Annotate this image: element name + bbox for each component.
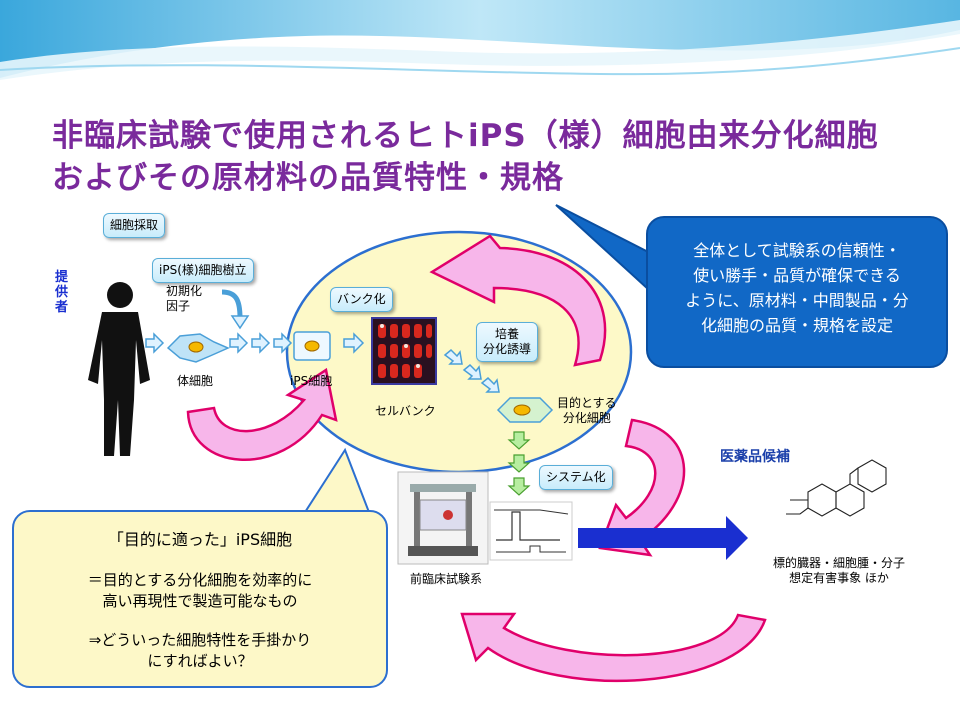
factor-arrow xyxy=(221,289,243,319)
page-title-line1: 非臨床試験で使用されるヒトiPS（様）細胞由来分化細胞 xyxy=(52,118,879,154)
chemical-structure-image xyxy=(786,459,887,517)
somatic-cell-label: 体細胞 xyxy=(177,374,214,388)
donor-label: 提 供 者 xyxy=(55,270,68,315)
quality-callout: 全体として試験系の信頼性・ 使い勝手・品質が確保できる ように、原材料・中間製品… xyxy=(646,216,948,368)
reprogramming-factor-line1: 初期化 xyxy=(166,284,203,298)
tag-culture: 培養 分化誘導 xyxy=(476,322,539,362)
cell-bank-image xyxy=(371,317,437,385)
target-info-line2: 想定有害事象 ほか xyxy=(789,571,889,585)
loop-arrow-bottom xyxy=(460,612,767,683)
donor-label-char: 供 xyxy=(55,285,69,300)
trace-image xyxy=(489,501,573,561)
reprogramming-factor-line2: 因子 xyxy=(166,299,191,313)
target-cell-label: 目的とする 分化細胞 xyxy=(557,396,617,426)
somatic-cell-icon xyxy=(166,333,230,363)
fit-for-purpose-callout: 「目的に適った」iPS細胞 ＝目的とする分化細胞を効率的に 高い再現性で製造可能… xyxy=(12,510,388,688)
cell-bank-label: セルバンク xyxy=(375,404,436,418)
reprogramming-factor-label: 初期化 因子 xyxy=(166,284,202,314)
ips-cell-icon xyxy=(293,331,331,361)
quality-callout-line: 全体として試験系の信頼性・ xyxy=(693,241,901,260)
big-arrow-to-drug xyxy=(578,516,748,560)
tag-ips-establish: iPS(様)細胞樹立 xyxy=(152,258,254,283)
preclinical-equipment-image xyxy=(397,471,489,565)
tag-banking: バンク化 xyxy=(330,287,393,312)
donor-label-char: 提 xyxy=(55,270,69,285)
tag-culture-line1: 培養 xyxy=(495,327,520,341)
fit-for-purpose-heading: 「目的に適った」iPS細胞 xyxy=(107,530,293,549)
drug-candidate-label: 医薬品候補 xyxy=(720,449,790,465)
loop-arrow-right xyxy=(598,418,686,557)
ips-cell-label: iPS細胞 xyxy=(290,374,333,388)
preclinical-system-label: 前臨床試験系 xyxy=(410,572,483,586)
donor-label-char: 者 xyxy=(55,300,69,315)
tag-cell-collection: 細胞採取 xyxy=(103,213,166,238)
quality-callout-line: 化細胞の品質・規格を設定 xyxy=(700,316,893,335)
target-cell-line2: 分化細胞 xyxy=(562,411,611,425)
quality-callout-line: ように、原材料・中間製品・分 xyxy=(685,291,909,310)
green-down-arrows xyxy=(507,431,531,496)
target-info-line1: 標的臓器・細胞腫・分子 xyxy=(773,556,906,570)
target-info-label: 標的臓器・細胞腫・分子 想定有害事象 ほか xyxy=(773,556,905,586)
fit-for-purpose-body1-line: 高い再現性で製造可能なもの xyxy=(102,592,298,610)
flow-arrows-chain xyxy=(145,332,500,393)
tag-culture-line2: 分化誘導 xyxy=(483,342,532,356)
quality-callout-line: 使い勝手・品質が確保できる xyxy=(693,266,901,285)
background-waves xyxy=(0,0,960,80)
fit-for-purpose-body2-line: ⇒どういった細胞特性を手掛かり xyxy=(88,631,312,649)
fit-for-purpose-body1-line: ＝目的とする分化細胞を効率的に xyxy=(87,571,313,589)
tag-system: システム化 xyxy=(539,465,613,490)
fit-for-purpose-body2-line: にすればよい？ xyxy=(147,652,253,670)
fit-for-purpose-body2: ⇒どういった細胞特性を手掛かり にすればよい？ xyxy=(14,630,386,672)
page-title-line2: およびその原材料の品質特性・規格 xyxy=(52,160,564,196)
target-cell-icon xyxy=(496,397,554,423)
loop-arrow-left xyxy=(186,367,338,461)
donor-silhouette xyxy=(88,282,150,456)
target-cell-line1: 目的とする xyxy=(557,396,617,410)
loop-arrow-top xyxy=(429,234,607,367)
fit-for-purpose-body1: ＝目的とする分化細胞を効率的に 高い再現性で製造可能なもの xyxy=(14,570,386,612)
